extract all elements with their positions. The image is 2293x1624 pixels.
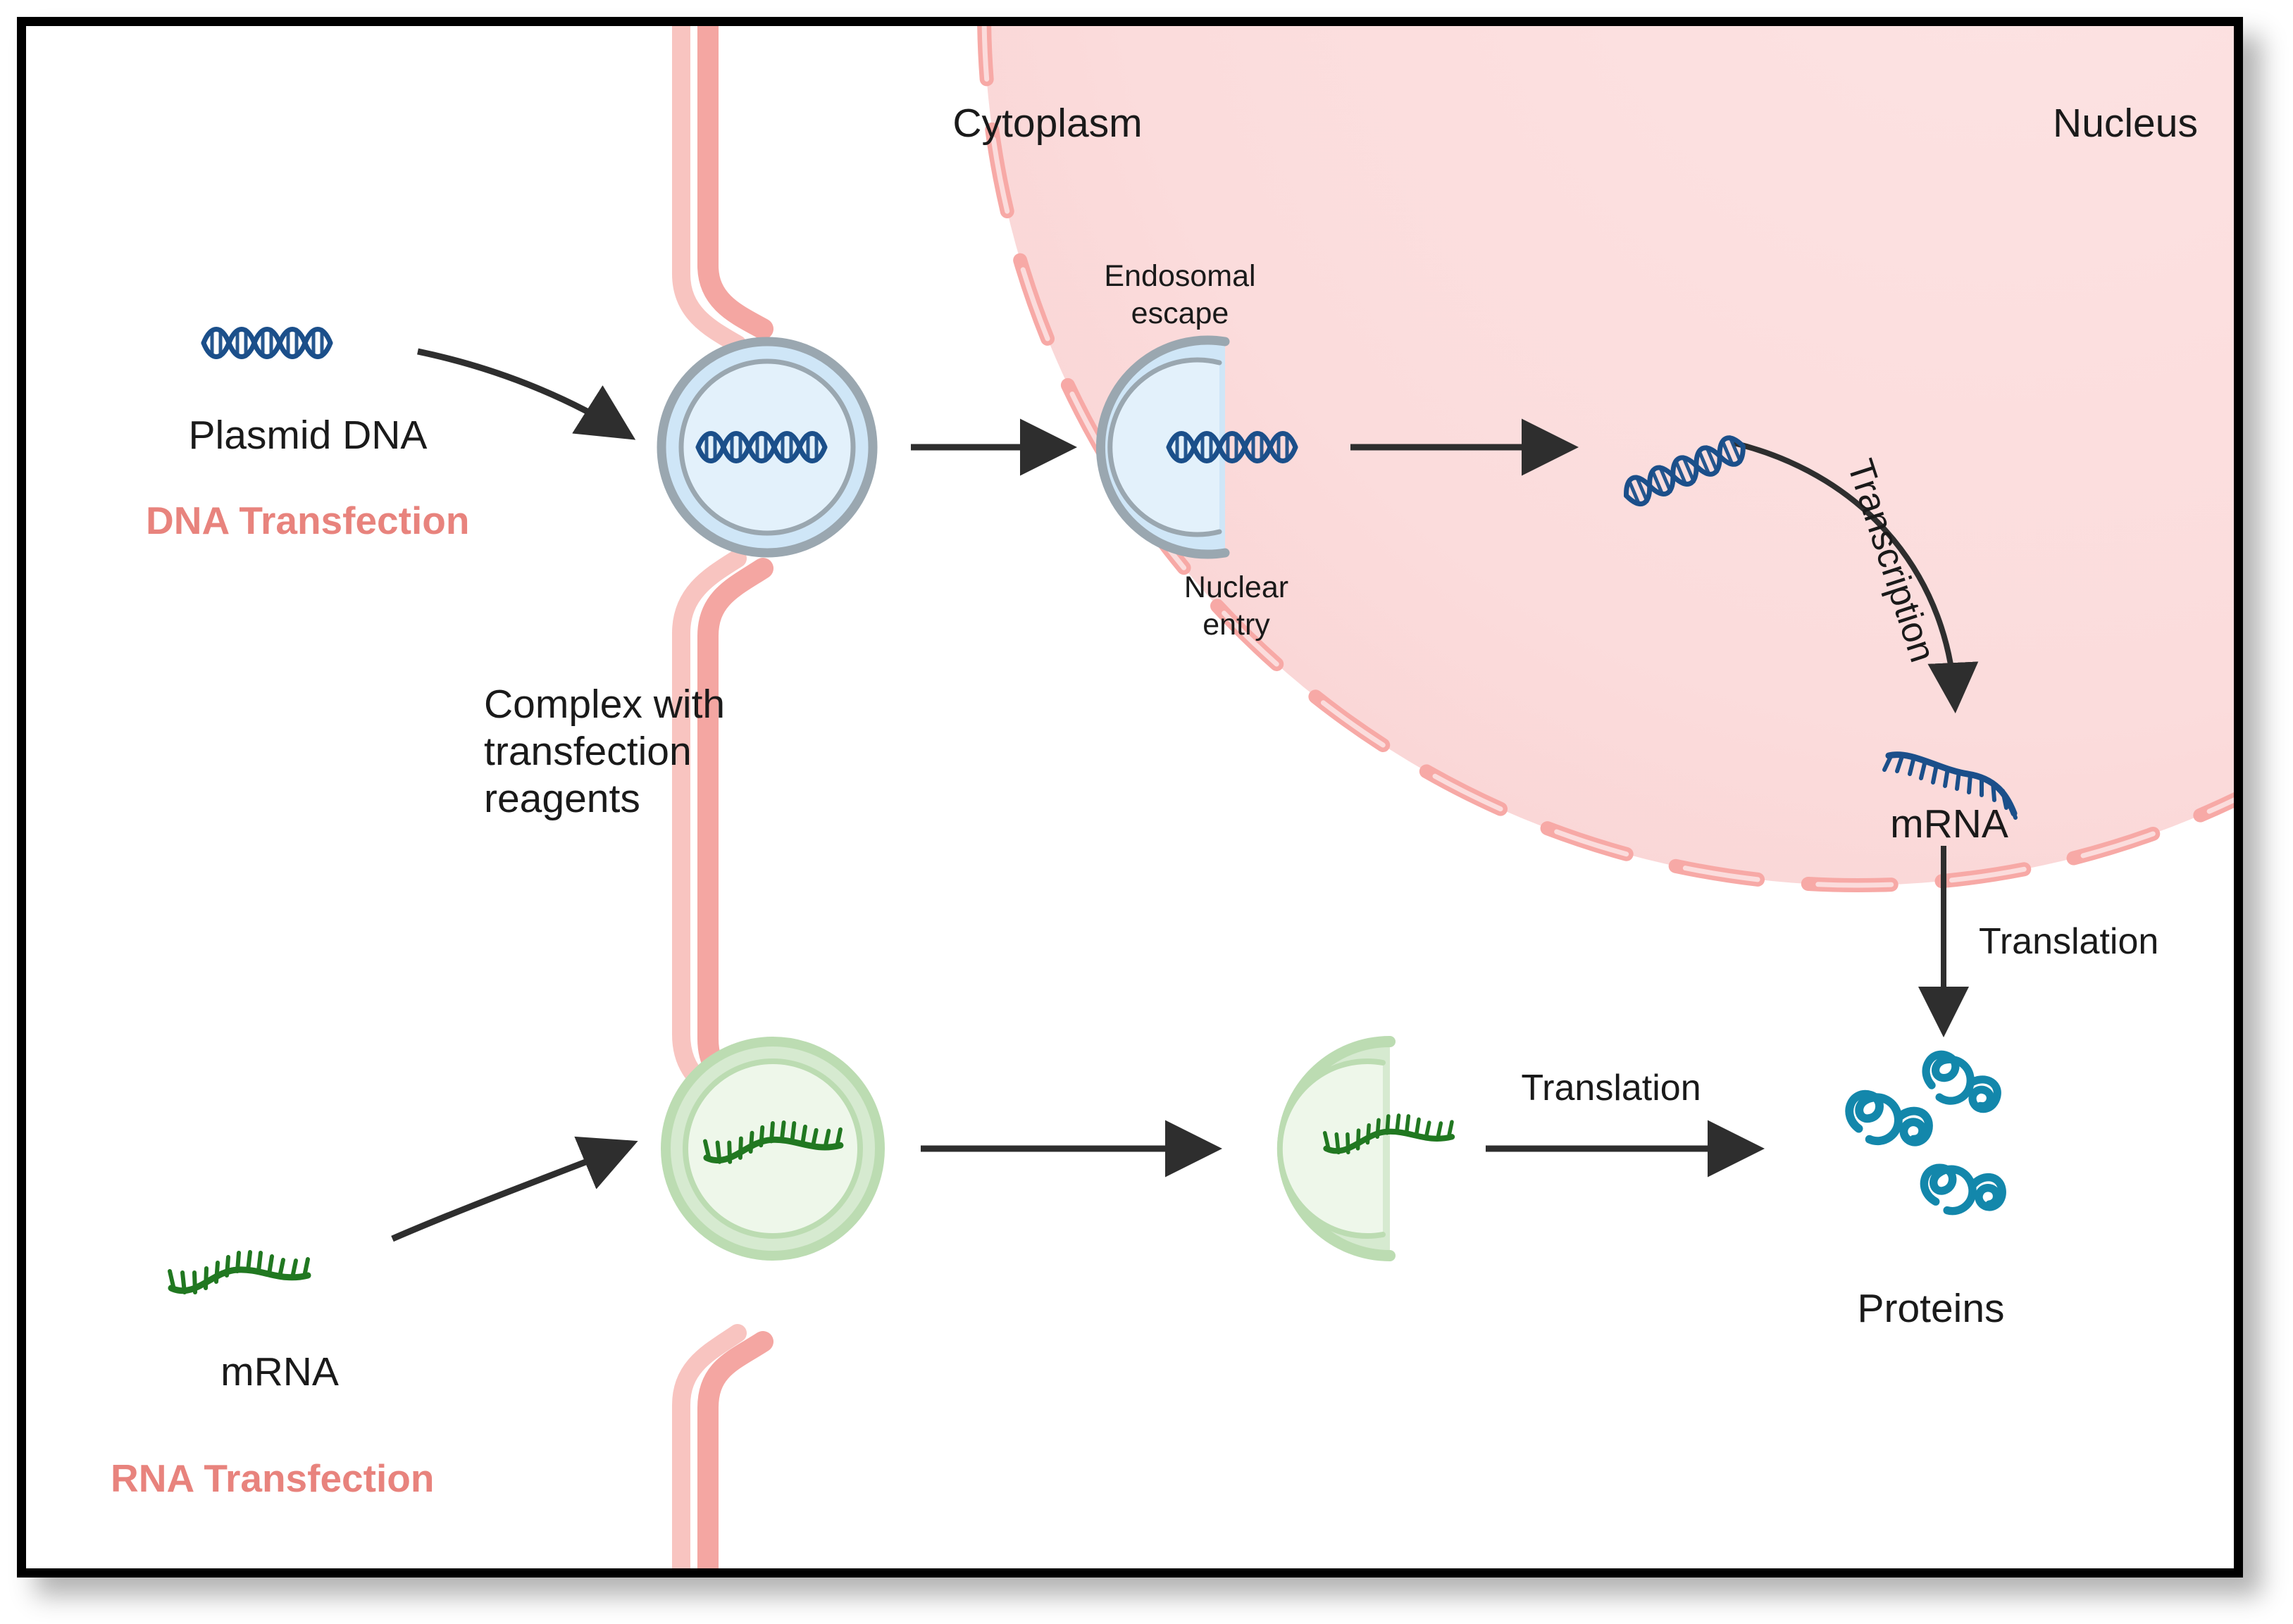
endosomal-escape-line-2: escape xyxy=(1131,296,1229,330)
complex-reagents-line-3: reagents xyxy=(484,776,640,821)
endosomal-escape-line-1: Endosomal xyxy=(1104,259,1256,293)
arrow-mrna-to-vesicle xyxy=(391,1136,638,1242)
nucleus-body xyxy=(984,26,2234,885)
nuclear-entry-line-1: Nuclear xyxy=(1183,570,1289,604)
nuclear-envelope-pores-inner xyxy=(981,26,2234,888)
rna-transfection-title: RNA Transfection xyxy=(111,1456,435,1500)
plasma-membrane xyxy=(672,26,773,1568)
arrow-plasmid-to-endosome xyxy=(417,348,636,440)
rna-vesicle-closed xyxy=(661,1037,885,1261)
translation-horizontal-label: Translation xyxy=(1521,1068,1701,1108)
mrna-strand-icon-free xyxy=(170,1252,308,1292)
nuclear-entry-line-2: entry xyxy=(1203,608,1270,642)
complex-reagents-line-2: transfection xyxy=(484,729,692,774)
plasmid-dna-label: Plasmid DNA xyxy=(188,413,428,458)
proteins-label: Proteins xyxy=(1857,1286,2005,1331)
cytoplasm-label: Cytoplasm xyxy=(952,101,1143,146)
nucleus-region xyxy=(977,26,2234,892)
mrna-nucleus-label: mRNA xyxy=(1890,801,2008,847)
arrow-transcription xyxy=(1733,440,1979,713)
dna-double-helix-icon-free xyxy=(204,330,330,357)
endosome-open xyxy=(1095,335,1230,559)
complex-reagents-line-1: Complex with xyxy=(484,682,726,727)
diagram-canvas xyxy=(26,26,2234,1568)
nucleus-label: Nucleus xyxy=(2053,101,2198,146)
translation-vertical-label: Translation xyxy=(1979,921,2159,962)
mrna-cytoplasm-label: mRNA xyxy=(220,1349,339,1394)
diagram-frame: Cytoplasm Nucleus Plasmid DNA DNA Transf… xyxy=(17,17,2243,1578)
dna-transfection-title: DNA Transfection xyxy=(146,499,470,542)
folded-protein-icon-group xyxy=(1849,1051,2004,1216)
